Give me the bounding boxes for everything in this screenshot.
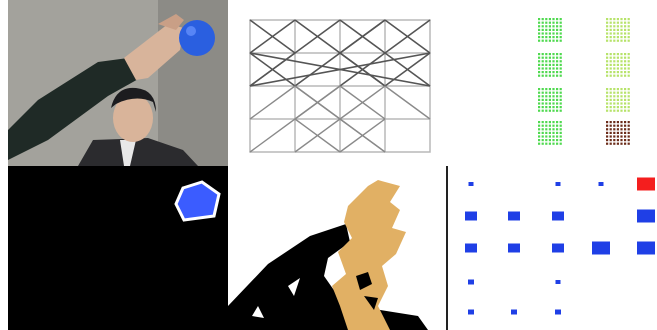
grid-cell-marker — [556, 280, 561, 284]
grid-cell-marker — [556, 182, 561, 186]
grid-cells-graphic — [446, 166, 657, 330]
mask-graphic — [8, 166, 228, 330]
mesh-wireframe-panel — [228, 0, 446, 166]
grid-cell-marker — [592, 242, 610, 255]
dot-block — [538, 121, 562, 145]
dot-block — [606, 88, 630, 112]
grid-cell-marker — [465, 244, 477, 253]
grid-cells-panel — [446, 166, 657, 330]
grid-cell-marker — [552, 212, 564, 221]
grid-cell-marker — [508, 244, 520, 253]
dot-matrix-panel — [446, 0, 657, 166]
dot-block — [606, 18, 630, 42]
grid-cell-marker — [468, 280, 474, 285]
color-mask-panel — [8, 166, 228, 330]
segmentation-panel — [228, 166, 446, 330]
dot-block — [606, 53, 630, 77]
grid-cell-marker — [511, 310, 517, 315]
blue-ball-icon — [179, 20, 215, 56]
detected-ball-blob-icon — [176, 182, 219, 220]
camera-frame-image — [8, 0, 228, 166]
grid-cell-marker — [555, 310, 561, 315]
dot-block — [606, 121, 630, 145]
segmentation-graphic — [228, 166, 446, 330]
panel-divider — [446, 166, 448, 330]
grid-cell-marker — [552, 244, 564, 253]
grid-cell-marker — [637, 242, 655, 255]
grid-cell-marker — [469, 182, 474, 186]
grid-cell-marker — [599, 182, 604, 186]
camera-view-panel — [8, 0, 228, 166]
wireframe-grid-graphic — [228, 0, 446, 166]
grid-cell-marker — [637, 210, 655, 223]
grid-cell-marker — [637, 178, 655, 191]
dot-block — [538, 53, 562, 77]
grid-cell-marker — [465, 212, 477, 221]
dot-block — [538, 88, 562, 112]
dot-blocks-graphic — [446, 0, 657, 166]
grid-cell-marker — [508, 212, 520, 221]
grid-cell-marker — [468, 310, 474, 315]
dot-block — [538, 18, 562, 42]
